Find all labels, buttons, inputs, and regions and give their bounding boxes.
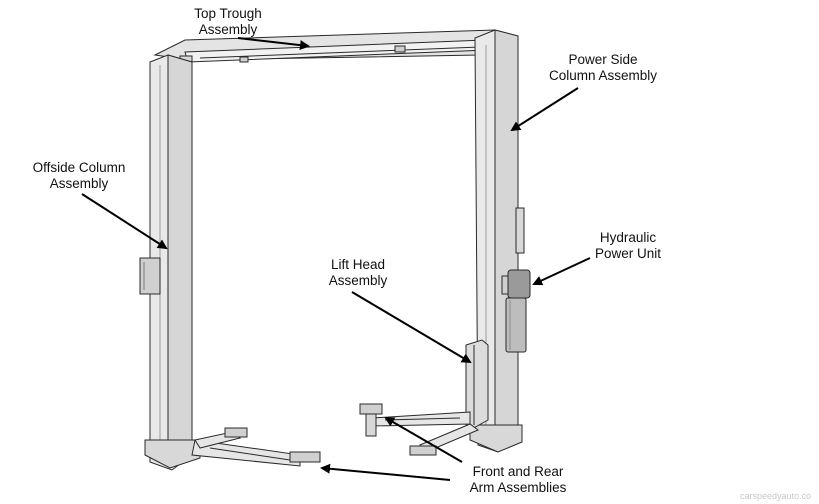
label-line: Power Unit [594, 246, 662, 261]
label-front-and-rear-arm-assemblies: Front and Rear Arm Assemblies [448, 464, 588, 496]
arrow-top-trough [237, 37, 310, 51]
arm-assemblies-right [359, 403, 479, 456]
label-line: Assembly [49, 176, 109, 191]
label-offside-column-assembly: Offside Column Assembly [14, 160, 144, 192]
offside-column-assembly [139, 54, 201, 471]
arrow-lift-head [351, 291, 472, 364]
label-line: Assembly [198, 22, 258, 37]
label-line: Top Trough [194, 6, 262, 21]
arrow-arm-left [320, 463, 451, 481]
watermark: carspeedyauto.co [739, 491, 811, 501]
arrow-power-side [510, 87, 579, 132]
label-line: Arm Assemblies [469, 480, 567, 495]
label-line: Lift Head [330, 257, 386, 272]
arrow-offside [81, 193, 168, 250]
arm-assemblies-left [191, 427, 321, 467]
hydraulic-power-unit [501, 269, 531, 353]
label-hydraulic-power-unit: Hydraulic Power Unit [578, 230, 678, 262]
label-line: Power Side [568, 52, 638, 67]
label-top-trough-assembly: Top Trough Assembly [178, 6, 278, 38]
label-line: Hydraulic [599, 230, 657, 245]
label-line: Column Assembly [548, 68, 658, 83]
callout-arrows [81, 37, 591, 481]
label-lift-head-assembly: Lift Head Assembly [308, 257, 408, 289]
label-line: Front and Rear [472, 464, 564, 479]
arrow-hydraulic [532, 257, 591, 286]
label-power-side-column-assembly: Power Side Column Assembly [528, 52, 678, 84]
label-line: Offside Column [32, 160, 126, 175]
arrow-arm-right [384, 416, 463, 463]
label-line: Assembly [328, 273, 388, 288]
